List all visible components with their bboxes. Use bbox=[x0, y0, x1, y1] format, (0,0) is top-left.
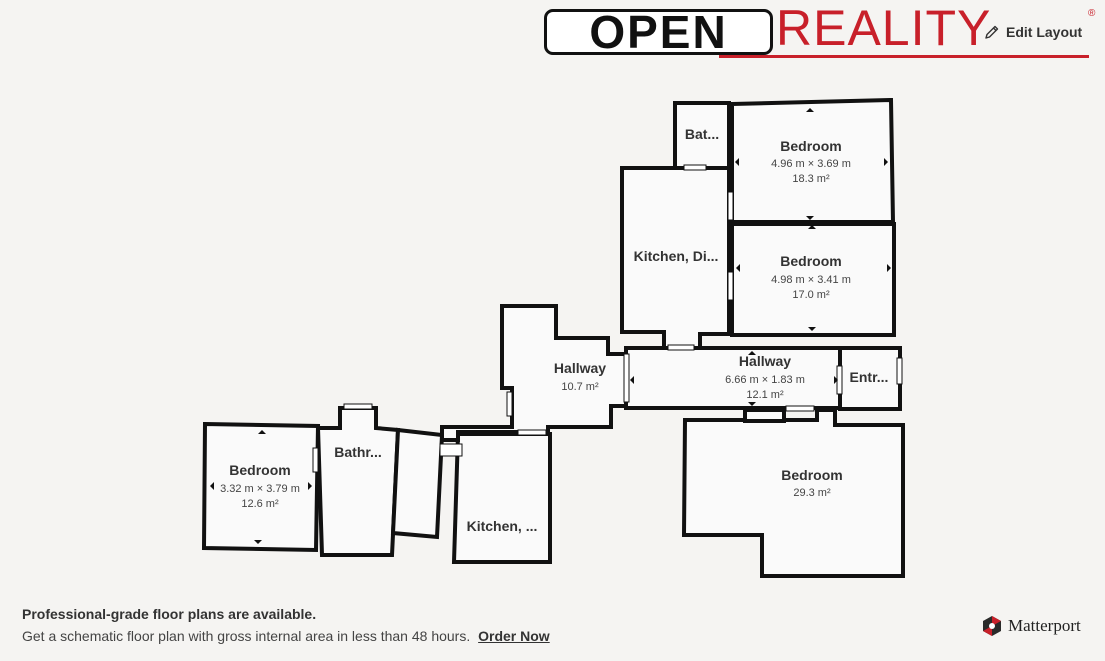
promo-description: Get a schematic floor plan with gross in… bbox=[22, 628, 471, 644]
room-dims-bedroom-mid: 4.98 m × 3.41 m bbox=[771, 274, 851, 286]
pencil-icon bbox=[985, 25, 999, 39]
room-shape-hallway-left[interactable] bbox=[440, 304, 628, 442]
room-shape-closet bbox=[743, 408, 786, 423]
dimension-arrow bbox=[254, 540, 262, 544]
dimension-arrow bbox=[808, 327, 816, 331]
room-label-bedroom-bottom: Bedroom bbox=[781, 467, 842, 483]
matterport-badge[interactable]: Matterport bbox=[980, 614, 1081, 638]
room-label-kitchen-lower: Kitchen, ... bbox=[467, 518, 538, 534]
dimension-arrow bbox=[258, 430, 266, 434]
dimension-arrow bbox=[806, 216, 814, 220]
dimension-arrow bbox=[736, 264, 740, 272]
room-label-kitchen-dining: Kitchen, Di... bbox=[634, 248, 719, 264]
room-area-bedroom-bottom: 29.3 m² bbox=[793, 487, 831, 499]
room-shape-bath-top[interactable] bbox=[673, 101, 731, 170]
order-now-link[interactable]: Order Now bbox=[478, 628, 550, 644]
room-shape-kitchen-lower[interactable] bbox=[451, 432, 552, 564]
door-marker bbox=[623, 353, 630, 403]
dimension-arrow bbox=[735, 158, 739, 166]
dimension-arrow bbox=[887, 264, 891, 272]
room-label-bedroom-left: Bedroom bbox=[229, 462, 290, 478]
door-marker bbox=[439, 443, 463, 457]
door-marker bbox=[727, 191, 734, 221]
room-dims-bedroom-left: 3.32 m × 3.79 m bbox=[220, 483, 300, 495]
matterport-logo-icon bbox=[983, 616, 1001, 636]
room-label-entrance: Entr... bbox=[850, 369, 889, 385]
room-label-bedroom-mid: Bedroom bbox=[780, 253, 841, 269]
room-dims-hallway-right: 6.66 m × 1.83 m bbox=[725, 374, 805, 386]
room-area-hallway-right: 12.1 m² bbox=[746, 389, 784, 401]
door-marker bbox=[343, 403, 373, 410]
brand-logo: OPEN REALITY ® bbox=[544, 0, 1100, 62]
promo-description-row: Get a schematic floor plan with gross in… bbox=[22, 628, 550, 644]
room-area-bedroom-left: 12.6 m² bbox=[241, 498, 279, 510]
room-area-bedroom-top: 18.3 m² bbox=[792, 173, 830, 185]
dimension-arrow bbox=[806, 108, 814, 112]
room-dims-bedroom-top: 4.96 m × 3.69 m bbox=[771, 158, 851, 170]
door-marker bbox=[683, 164, 707, 171]
door-marker bbox=[896, 357, 903, 385]
dimension-arrow bbox=[884, 158, 888, 166]
room-area-bedroom-mid: 17.0 m² bbox=[792, 289, 830, 301]
room-label-hallway-right: Hallway bbox=[739, 353, 791, 369]
room-shape-bathroom-annex[interactable] bbox=[390, 427, 445, 540]
floorplan-promo: Professional-grade floor plans are avail… bbox=[22, 606, 550, 644]
logo-open-text: OPEN bbox=[544, 9, 773, 55]
dimension-arrow bbox=[748, 351, 756, 355]
dimension-arrow bbox=[210, 482, 214, 490]
door-marker bbox=[727, 271, 734, 301]
room-label-bath-top: Bat... bbox=[685, 126, 719, 142]
logo-reality-text: REALITY bbox=[776, 0, 992, 56]
edit-layout-button[interactable]: Edit Layout bbox=[984, 22, 1082, 42]
door-marker bbox=[517, 429, 547, 436]
dimension-arrow bbox=[748, 402, 756, 406]
room-label-bedroom-top: Bedroom bbox=[780, 138, 841, 154]
promo-title: Professional-grade floor plans are avail… bbox=[22, 606, 317, 622]
room-shape-bedroom-left[interactable] bbox=[201, 421, 321, 553]
dimension-arrow bbox=[834, 376, 838, 384]
room-area-hallway-left: 10.7 m² bbox=[561, 381, 599, 393]
room-label-hallway-left: Hallway bbox=[554, 360, 606, 376]
door-marker bbox=[785, 405, 815, 412]
dimension-arrow bbox=[808, 225, 816, 229]
edit-layout-label: Edit Layout bbox=[1006, 24, 1083, 40]
door-marker bbox=[667, 344, 695, 351]
door-marker bbox=[312, 447, 319, 473]
matterport-wordmark: Matterport bbox=[1008, 616, 1081, 635]
dimension-arrow bbox=[308, 482, 312, 490]
dimension-arrow bbox=[630, 376, 634, 384]
room-shape-bathroom-left[interactable] bbox=[315, 406, 401, 557]
door-marker bbox=[506, 391, 513, 417]
room-label-bathroom-left: Bathr... bbox=[334, 444, 381, 460]
logo-registered-mark: ® bbox=[1088, 8, 1096, 19]
logo-underline bbox=[719, 55, 1089, 58]
